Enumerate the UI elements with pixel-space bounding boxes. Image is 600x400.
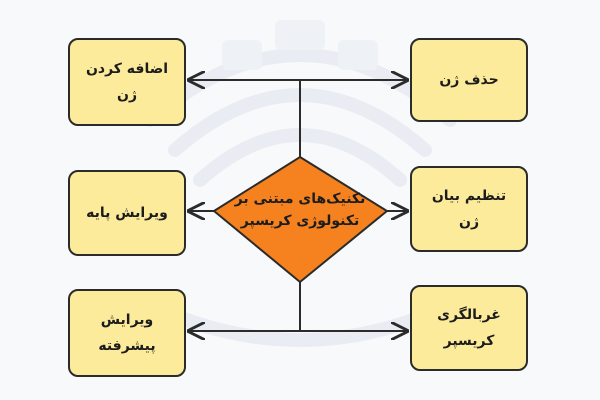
node-add-gene-label: اضافه کردن ژن	[85, 61, 169, 103]
node-base-editing: ویرایش پایه	[68, 170, 186, 256]
node-gene-regulation: تنظیم بیان ژن	[410, 166, 528, 252]
node-prime-editing-label: ویرایش پیشرفته	[98, 312, 156, 354]
node-crispr-screening-label: غربالگری کریسپر	[437, 307, 501, 349]
node-crispr-screening: غربالگری کریسپر	[410, 285, 528, 371]
node-gene-regulation-label: تنظیم بیان ژن	[431, 188, 507, 230]
center-diamond	[212, 155, 389, 284]
node-delete-gene: حذف ژن	[410, 38, 528, 122]
node-prime-editing: ویرایش پیشرفته	[68, 289, 186, 377]
center-node-label: تکنیک‌های مبتنی بر تکنولوژی کریسپر	[222, 178, 378, 242]
center-node-text: تکنیک‌های مبتنی بر تکنولوژی کریسپر	[234, 191, 366, 229]
node-delete-gene-label: حذف ژن	[439, 72, 499, 88]
node-base-editing-label: ویرایش پایه	[86, 205, 168, 221]
node-add-gene: اضافه کردن ژن	[68, 38, 186, 126]
